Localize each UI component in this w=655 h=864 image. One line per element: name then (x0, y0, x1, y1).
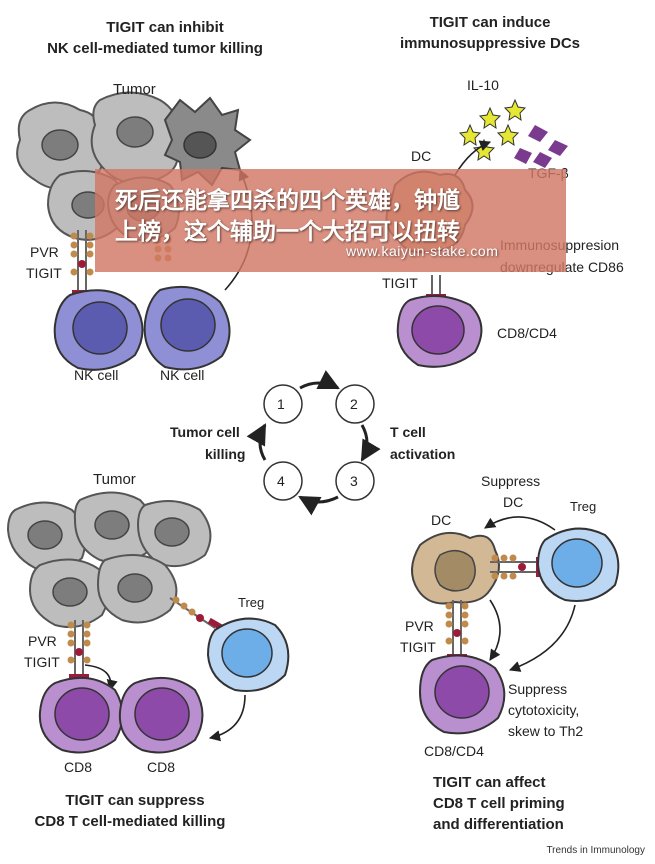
nk-cells (53, 285, 231, 371)
dc-to-tcell-arrow (489, 599, 501, 661)
dc-tcell-link (445, 600, 469, 660)
banner-line-2: 上榜，这个辅助一个大招可以扭转 (115, 218, 460, 244)
dc-label-top: DC (411, 148, 432, 164)
banner-url-link[interactable]: www.kaiyun-stake.com (346, 243, 499, 259)
banner-line-1: 死后还能拿四杀的四个英雄，钟馗 (115, 187, 460, 213)
cycle-step-4: 4 (277, 473, 285, 489)
treg-suppress-arrow (208, 694, 246, 742)
suppress-dc-arrow (484, 516, 556, 531)
dc-cell-bottom (411, 531, 500, 605)
nk-cell-label-1: NK cell (74, 367, 119, 383)
tumor-nucleus (116, 116, 154, 148)
tgf-beta-particles (514, 125, 568, 168)
nk-nucleus (72, 301, 128, 355)
priming-pvr-label: PVR (405, 618, 434, 634)
cd8-pvr-label: PVR (28, 633, 57, 649)
dc-title-line1: TIGIT can induce (429, 14, 551, 31)
cycle-node-4 (263, 461, 303, 501)
priming-tigit-label: TIGIT (400, 639, 436, 655)
treg-to-tcell-arrow (508, 604, 576, 672)
cycle-right-line2: activation (390, 446, 456, 462)
priming-title-line1: TIGIT can affect (433, 774, 546, 791)
cycle-left-line1: Tumor cell (170, 424, 240, 440)
cycle-step-2: 2 (350, 396, 358, 412)
cycle-right-line1: T cell (390, 424, 426, 440)
nk-pvr-label: PVR (30, 244, 59, 260)
nk-title-line1: TIGIT can inhibit (106, 19, 224, 36)
overlay-banner[interactable] (95, 169, 566, 272)
cycle-node-3 (335, 461, 375, 501)
suppress-dc-line2: DC (503, 494, 524, 510)
dc-tigit-label: TIGIT (382, 275, 418, 291)
cd8cd4-label-bottom: CD8/CD4 (424, 743, 484, 759)
cd8-treg-label: Treg (238, 595, 265, 610)
nk-tumor-label: Tumor (113, 81, 156, 98)
cd8cd4-label-top: CD8/CD4 (497, 325, 557, 341)
tumor-cluster-bottom (6, 491, 212, 628)
cycle-left-line2: killing (205, 446, 246, 462)
cd8-title-line2: CD8 T cell-mediated killing (34, 813, 226, 830)
priming-title-line3: and differentiation (433, 816, 564, 833)
nk-title-line2: NK cell-mediated tumor killing (47, 40, 263, 57)
cd8-tumor-label: Tumor (93, 471, 136, 488)
cycle-step-1: 1 (277, 396, 285, 412)
il10-stars (458, 98, 527, 162)
cycle-node-1 (263, 384, 303, 424)
tcell-bottom-right (418, 654, 506, 735)
nk-cell-label-2: NK cell (160, 367, 205, 383)
cycle-step-3: 3 (350, 473, 358, 489)
cyto-line1: Suppress (508, 681, 568, 697)
cyto-line2: cytotoxicity, (508, 702, 580, 718)
cd8-tigit-label: TIGIT (24, 654, 60, 670)
journal-credit: Trends in Immunology (546, 845, 645, 856)
pvr-treg-link (169, 596, 227, 633)
nk-nucleus (160, 298, 216, 352)
cd8-label-2: CD8 (147, 759, 176, 775)
pvr-tigit-pair-bottom (67, 620, 91, 680)
suppress-dc-line1: Suppress (481, 473, 541, 489)
nk-tigit-label: TIGIT (26, 265, 62, 281)
priming-treg-label: Treg (570, 499, 597, 514)
cycle (246, 370, 381, 516)
cd8-label-1: CD8 (64, 759, 93, 775)
cd8-title-line1: TIGIT can suppress (65, 792, 205, 809)
tcell-top-right (396, 295, 483, 368)
cd8-cells (38, 676, 204, 754)
treg-bottom-right (536, 527, 620, 602)
priming-dc-label: DC (431, 512, 452, 528)
dc-title-line2: immunosuppressive DCs (399, 35, 581, 52)
tumor-nucleus (41, 129, 79, 161)
priming-title-line2: CD8 T cell priming (433, 795, 565, 812)
il10-label: IL-10 (467, 77, 499, 93)
cyto-line3: skew to Th2 (508, 723, 584, 739)
cycle-node-2 (335, 384, 375, 424)
tumor-nucleus (183, 131, 217, 159)
treg-bottom-left (206, 617, 290, 692)
